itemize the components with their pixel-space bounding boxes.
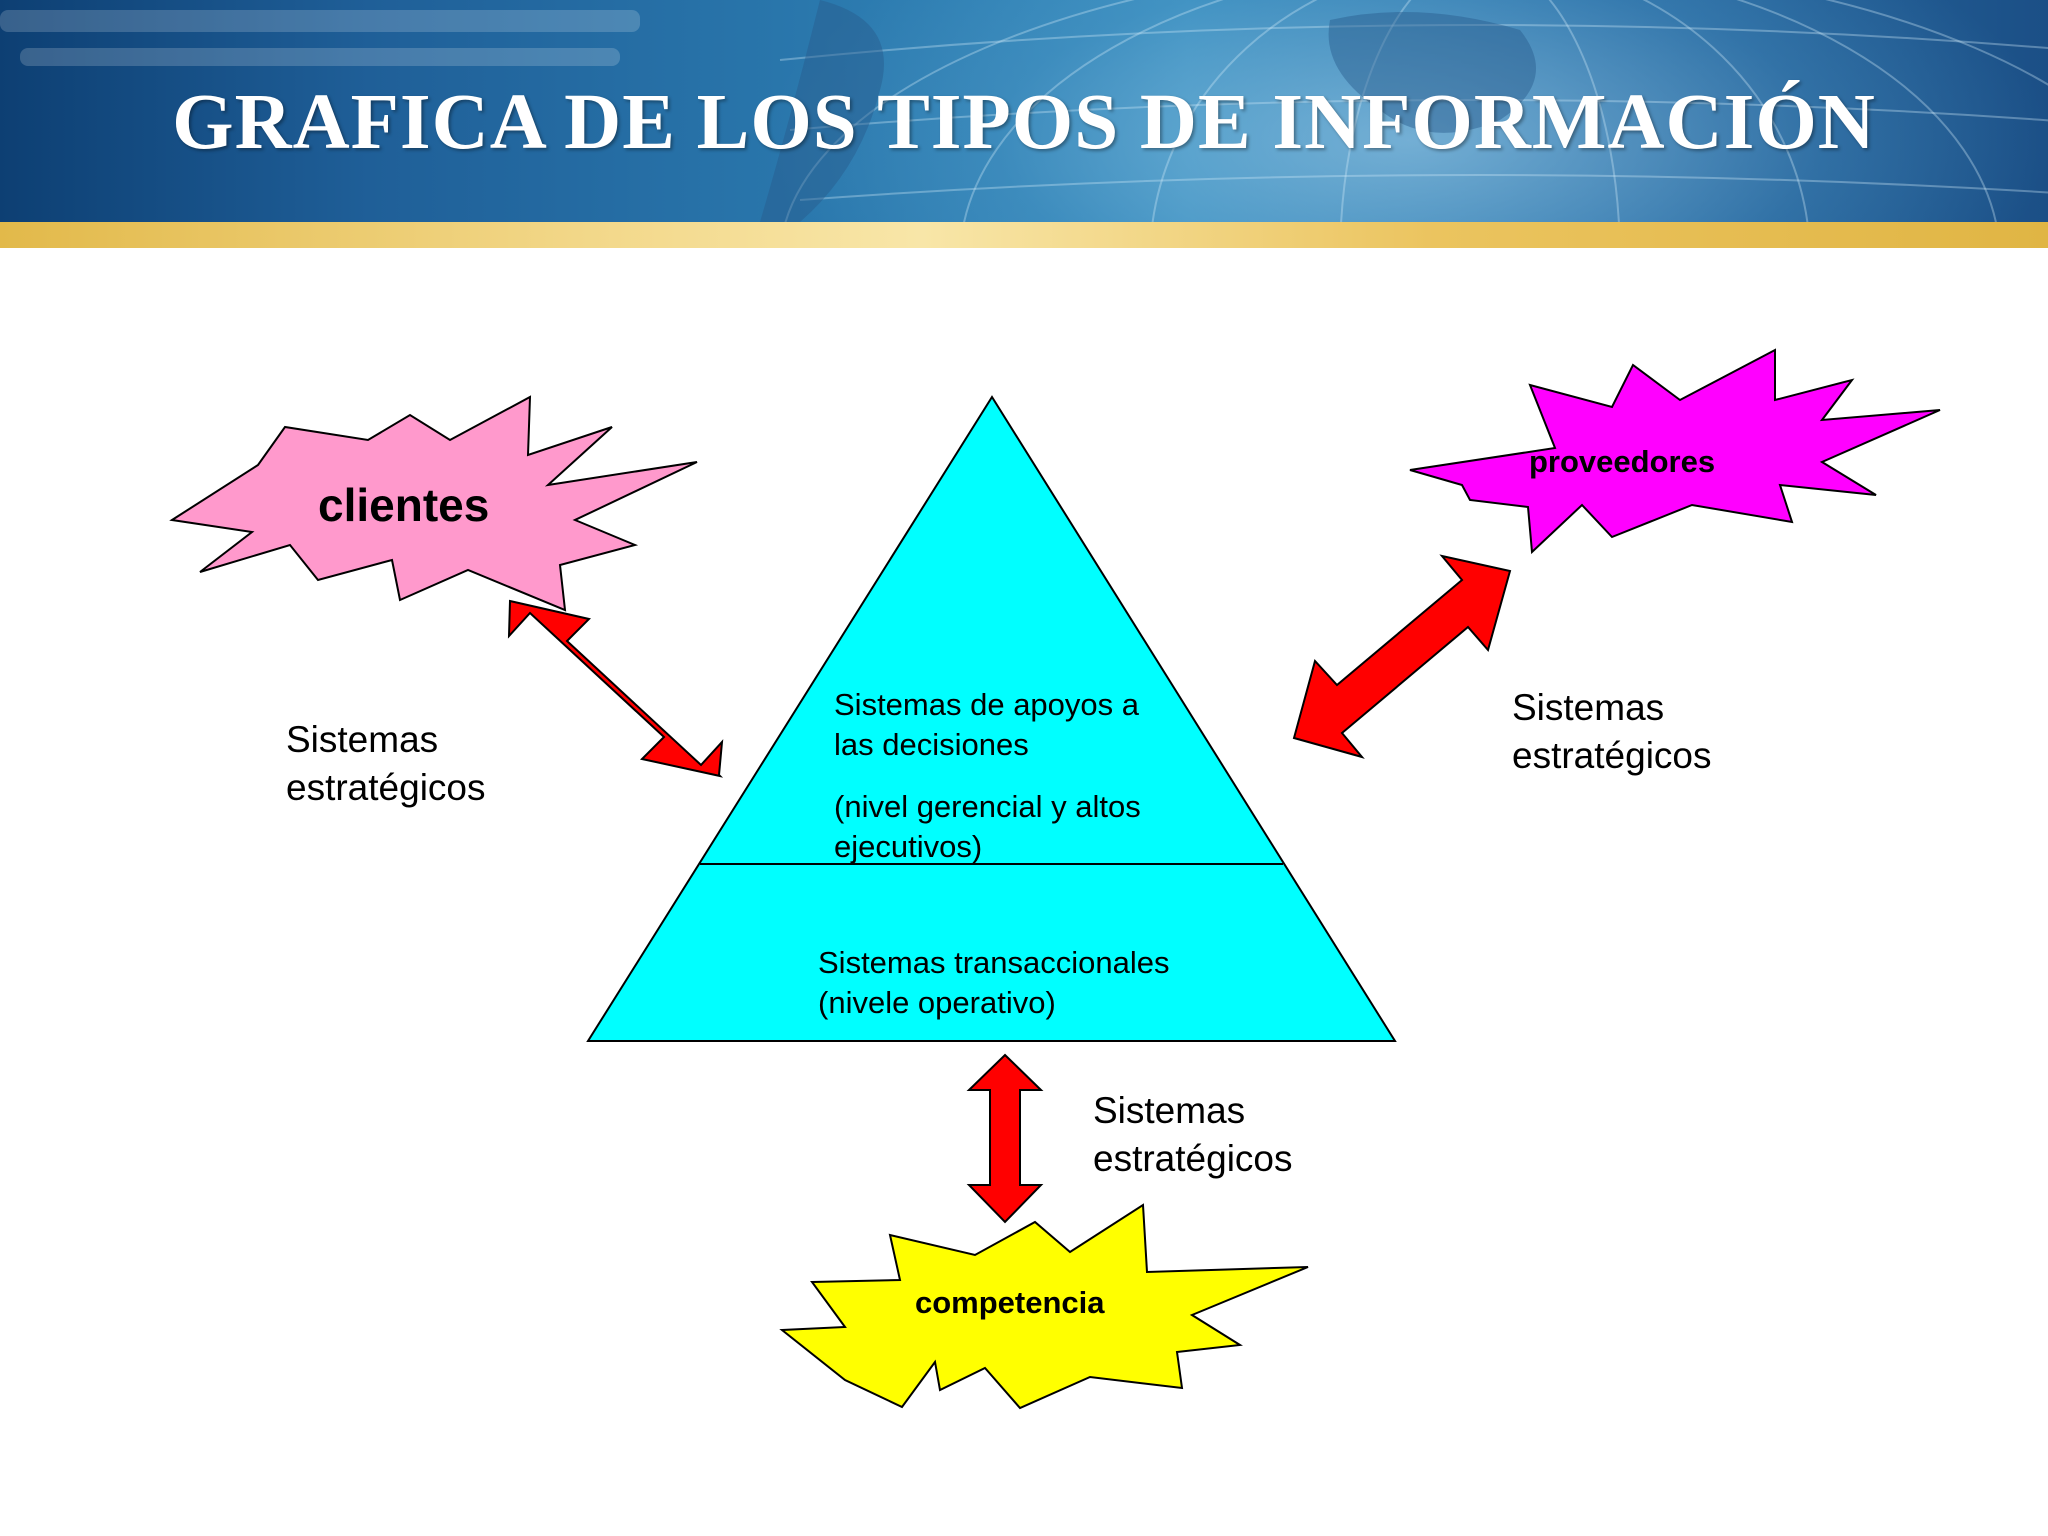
pyramid-top-line-4: ejecutivos) bbox=[834, 829, 983, 864]
pyramid-top-line-2: las decisiones bbox=[834, 727, 1029, 762]
connector-label-left: Sistemas estratégicos bbox=[286, 716, 486, 812]
connector-bottom-line-1: Sistemas bbox=[1093, 1090, 1246, 1131]
globe-grid-decoration bbox=[0, 0, 2048, 222]
arrow-clientes[interactable] bbox=[507, 599, 724, 778]
competencia-label: competencia bbox=[915, 1285, 1105, 1320]
connector-left-line-2: estratégicos bbox=[286, 767, 486, 808]
pyramid-bottom-text: Sistemas transaccionales (nivele operati… bbox=[818, 943, 1170, 1023]
pyramid-bottom-line-2: (nivele operativo) bbox=[818, 985, 1056, 1020]
connector-right-line-1: Sistemas bbox=[1512, 687, 1665, 728]
connector-label-right: Sistemas estratégicos bbox=[1512, 684, 1712, 780]
competencia-starburst bbox=[779, 1203, 1309, 1410]
connector-label-bottom: Sistemas estratégicos bbox=[1093, 1087, 1293, 1183]
proveedores-starburst bbox=[1409, 348, 1941, 555]
connector-left-line-1: Sistemas bbox=[286, 719, 439, 760]
pyramid-top-line-3: (nivel gerencial y altos bbox=[834, 789, 1141, 824]
pyramid-top-line-1: Sistemas de apoyos a bbox=[834, 687, 1140, 722]
globe-glow bbox=[760, 0, 2048, 222]
arrow-proveedores[interactable] bbox=[1292, 554, 1512, 759]
arrow-competencia[interactable] bbox=[966, 1053, 1044, 1224]
header-banner: GRAFICA DE LOS TIPOS DE INFORMACIÓN bbox=[0, 0, 2048, 222]
connector-right-line-2: estratégicos bbox=[1512, 735, 1712, 776]
connector-bottom-line-2: estratégicos bbox=[1093, 1138, 1293, 1179]
pyramid-top-text: Sistemas de apoyos a las decisiones (niv… bbox=[834, 685, 1141, 867]
pyramid bbox=[586, 395, 1397, 1042]
pyramid-bottom-line-1: Sistemas transaccionales bbox=[818, 945, 1170, 980]
proveedores-label: proveedores bbox=[1529, 444, 1716, 479]
gold-stripe bbox=[0, 222, 2048, 248]
clientes-label: clientes bbox=[318, 479, 490, 531]
page-title: GRAFICA DE LOS TIPOS DE INFORMACIÓN bbox=[172, 79, 1876, 166]
clientes-starburst bbox=[169, 395, 698, 612]
